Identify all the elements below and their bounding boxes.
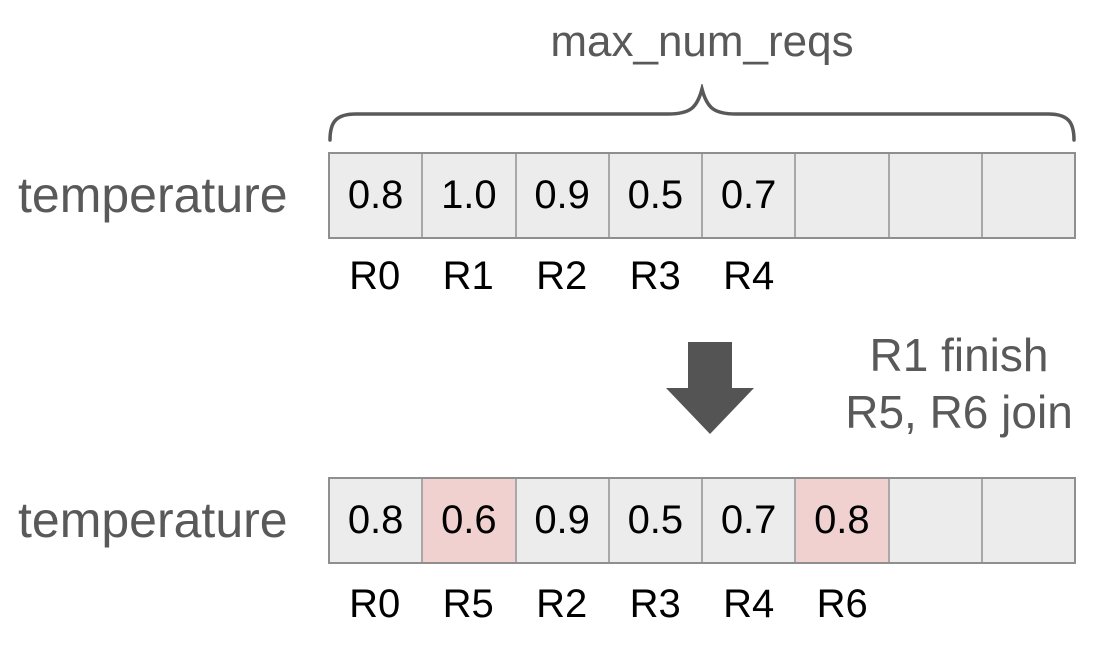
row2-cell-1: 0.6 xyxy=(421,479,515,562)
transition-note-line2: R5, R6 join xyxy=(845,386,1073,438)
row1-cell-0: 0.8 xyxy=(330,154,422,237)
max-num-reqs-label: max_num_reqs xyxy=(550,17,854,66)
row1-cell-7 xyxy=(980,154,1074,237)
row1-cell-3: 0.5 xyxy=(607,154,701,237)
row1-request-label-0: R0 xyxy=(349,254,401,298)
row1-request-label-5 xyxy=(796,252,890,300)
row1-request-label-3: R3 xyxy=(629,254,681,298)
row1-temperature-label: temperature xyxy=(18,167,288,223)
down-arrow-icon xyxy=(666,342,754,434)
row1-cell-4: 0.7 xyxy=(701,154,795,237)
row1-request-label-1: R1 xyxy=(442,254,494,298)
row2-cell-5: 0.8 xyxy=(794,479,888,562)
down-arrow-shape xyxy=(666,342,754,434)
row2-temperature-array: 0.8 0.6 0.9 0.5 0.7 0.8 xyxy=(328,477,1076,564)
row1-cell-5 xyxy=(794,154,888,237)
curly-brace-icon xyxy=(328,84,1076,142)
row2-request-label-3: R3 xyxy=(629,582,681,626)
row2-request-label-5: R6 xyxy=(816,582,868,626)
transition-note: R1 finish R5, R6 join xyxy=(798,327,1110,441)
row2-cell-3: 0.5 xyxy=(607,479,701,562)
row1-request-label-2: R2 xyxy=(536,254,588,298)
row1-temperature-array: 0.8 1.0 0.9 0.5 0.7 xyxy=(328,152,1076,239)
row1-request-label-6 xyxy=(889,252,983,300)
row2-request-labels: R0 R5 R2 R3 R4 R6 xyxy=(328,580,1076,628)
row1-cell-2: 0.9 xyxy=(514,154,608,237)
row2-cell-6 xyxy=(887,479,981,562)
row1-cell-1: 1.0 xyxy=(421,154,515,237)
row2-cell-0: 0.8 xyxy=(330,479,422,562)
row1-cell-6 xyxy=(887,154,981,237)
row2-request-label-6 xyxy=(889,580,983,628)
row1-request-label-7 xyxy=(983,252,1077,300)
row2-temperature-label: temperature xyxy=(18,492,288,548)
row2-cell-4: 0.7 xyxy=(701,479,795,562)
row2-request-label-4: R4 xyxy=(723,582,775,626)
transition-note-line1: R1 finish xyxy=(869,329,1049,381)
row2-cell-7 xyxy=(980,479,1074,562)
curly-brace-path xyxy=(328,84,1076,142)
row2-request-label-7 xyxy=(983,580,1077,628)
row2-request-label-1: R5 xyxy=(442,582,494,626)
row1-request-labels: R0 R1 R2 R3 R4 xyxy=(328,252,1076,300)
row2-request-label-0: R0 xyxy=(349,582,401,626)
row2-cell-2: 0.9 xyxy=(514,479,608,562)
row1-request-label-4: R4 xyxy=(723,254,775,298)
row2-request-label-2: R2 xyxy=(536,582,588,626)
